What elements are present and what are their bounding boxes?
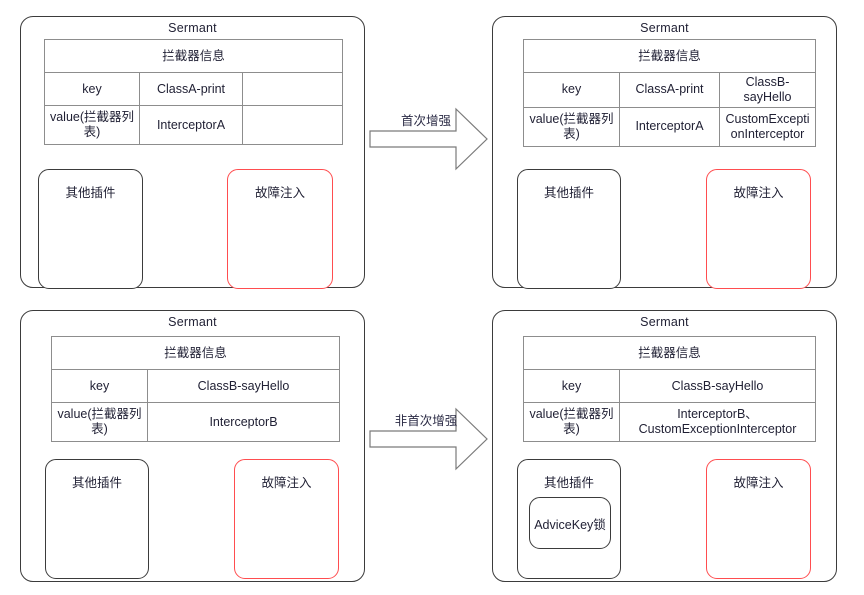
fault-injection-box: 故障注入: [706, 169, 811, 289]
table-cell: InterceptorA: [619, 106, 720, 147]
interceptor-table: 拦截器信息 key ClassB-sayHello value(拦截器列表) I…: [50, 336, 341, 442]
arrow-bottom-icon: [369, 407, 488, 471]
panel-title: Sermant: [168, 21, 217, 35]
panel-title: Sermant: [640, 21, 689, 35]
fault-injection-box: 故障注入: [234, 459, 339, 579]
table-row: 拦截器信息: [522, 336, 817, 370]
panel-title: Sermant: [168, 315, 217, 329]
panel-top-right: Sermant 拦截器信息 key ClassA-print ClassB-sa…: [492, 16, 837, 289]
table-header-cell: 拦截器信息: [523, 39, 816, 73]
other-plugins-box: 其他插件: [45, 459, 149, 579]
panel-bottom-right: Sermant 拦截器信息 key ClassB-sayHello value(…: [492, 310, 837, 582]
table-row: 拦截器信息: [50, 336, 341, 370]
table-row-label: value(拦截器列表): [523, 402, 620, 442]
arrow-top: 首次增强: [368, 100, 490, 178]
other-plugins-box: 其他插件: [38, 169, 143, 289]
other-plugins-label: 其他插件: [543, 476, 594, 490]
table-row: key ClassA-print ClassB-sayHello: [523, 72, 816, 108]
panel-bottom-left: Sermant 拦截器信息 key ClassB-sayHello value(…: [20, 310, 365, 582]
table-cell: CustomExceptionInterceptor: [719, 106, 816, 147]
table-header-cell: 拦截器信息: [44, 39, 343, 73]
table-row-label: key: [44, 72, 140, 106]
table-row: value(拦截器列表) InterceptorB: [51, 402, 341, 442]
other-plugins-box: 其他插件: [517, 169, 621, 289]
other-plugins-box: 其他插件 AdviceKey锁: [517, 459, 621, 579]
interceptor-table: 拦截器信息 key ClassA-print ClassB-sayHello v…: [523, 39, 816, 147]
table-row: value(拦截器列表) InterceptorB、CustomExceptio…: [523, 402, 817, 442]
arrow-top-icon: [369, 107, 488, 171]
table-cell: ClassB-sayHello: [719, 72, 816, 108]
advicekey-lock-box: AdviceKey锁: [529, 497, 611, 549]
panel-top-left: Sermant 拦截器信息 key ClassA-print value(拦截器…: [20, 16, 365, 289]
table-row: key ClassB-sayHello: [523, 369, 817, 403]
table-cell: ClassA-print: [619, 72, 720, 108]
table-row: key ClassA-print: [44, 72, 343, 106]
table-row-label: value(拦截器列表): [44, 105, 140, 145]
table-row: key ClassB-sayHello: [51, 369, 341, 403]
table-header-cell: 拦截器信息: [50, 336, 341, 370]
table-cell: ClassB-sayHello: [618, 369, 817, 403]
table-row-label: value(拦截器列表): [523, 106, 620, 147]
arrow-top-label: 首次增强: [400, 114, 451, 128]
table-header-cell: 拦截器信息: [522, 336, 817, 370]
table-cell: InterceptorB、CustomExceptionInterceptor: [618, 402, 817, 442]
fault-injection-box: 故障注入: [706, 459, 811, 579]
interceptor-table: 拦截器信息 key ClassB-sayHello value(拦截器列表) I…: [522, 336, 817, 442]
fault-injection-label: 故障注入: [733, 476, 784, 490]
fault-injection-label: 故障注入: [733, 186, 784, 200]
table-row: value(拦截器列表) InterceptorA: [44, 105, 343, 145]
other-plugins-label: 其他插件: [71, 476, 122, 490]
advicekey-lock-label: AdviceKey锁: [534, 517, 606, 532]
arrow-bottom: 非首次增强: [368, 400, 490, 478]
table-row: 拦截器信息: [44, 39, 343, 73]
table-row-label: key: [523, 369, 620, 403]
table-cell: ClassA-print: [139, 72, 243, 106]
table-row-label: value(拦截器列表): [51, 402, 148, 442]
table-row-label: key: [523, 72, 620, 108]
arrow-bottom-label: 非首次增强: [394, 414, 458, 428]
fault-injection-box: 故障注入: [227, 169, 333, 289]
table-cell: ClassB-sayHello: [146, 369, 341, 403]
table-cell: [242, 105, 343, 145]
interceptor-table: 拦截器信息 key ClassA-print value(拦截器列表) Inte…: [44, 39, 343, 145]
other-plugins-label: 其他插件: [543, 186, 594, 200]
table-cell: InterceptorA: [139, 105, 243, 145]
table-row: value(拦截器列表) InterceptorA CustomExceptio…: [523, 106, 816, 147]
table-cell: InterceptorB: [146, 402, 341, 442]
fault-injection-label: 故障注入: [261, 476, 312, 490]
table-row: 拦截器信息: [523, 39, 816, 73]
fault-injection-label: 故障注入: [254, 186, 305, 200]
other-plugins-label: 其他插件: [65, 186, 116, 200]
table-cell: [242, 72, 343, 106]
table-row-label: key: [51, 369, 148, 403]
panel-title: Sermant: [640, 315, 689, 329]
